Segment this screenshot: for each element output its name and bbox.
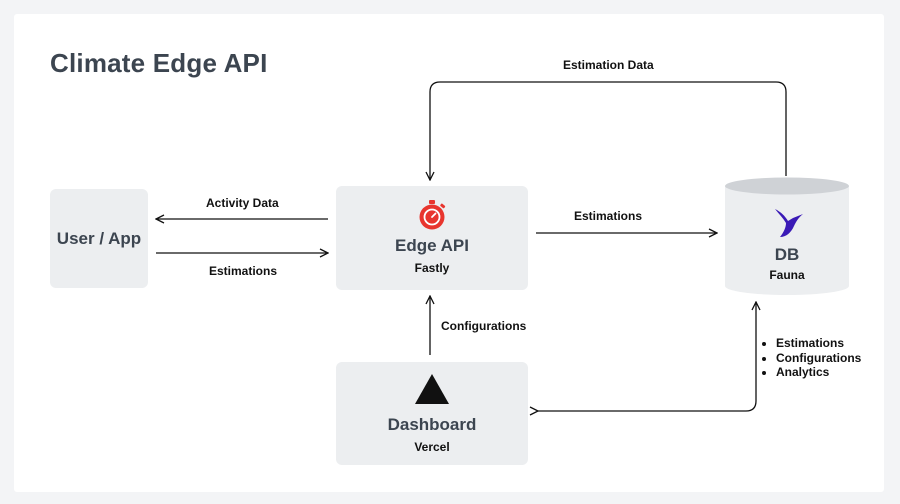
list-item: Configurations (776, 351, 861, 366)
node-dashboard: Dashboard Vercel (336, 362, 528, 465)
fauna-bird-icon (775, 209, 803, 237)
node-edge-api-provider: Fastly (414, 261, 450, 275)
label-activity-data: Activity Data (206, 196, 279, 210)
arrow-db-dashboard (538, 302, 756, 411)
arrow-estimation-data (430, 81, 787, 180)
label-configurations: Configurations (441, 319, 527, 333)
node-edge-api: Edge API Fastly (336, 186, 528, 290)
stopwatch-icon (419, 200, 446, 230)
db-dashboard-bullet-list: Estimations Configurations Analytics (764, 336, 861, 380)
node-db-cylinder (725, 177, 849, 295)
node-dashboard-label: Dashboard (387, 415, 477, 434)
node-user-app: User / App (50, 189, 148, 288)
label-estimation-data: Estimation Data (563, 58, 654, 72)
label-estimations-to-db: Estimations (574, 209, 643, 223)
node-db-provider: Fauna (769, 268, 805, 282)
node-edge-api-label: Edge API (395, 236, 469, 255)
node-dashboard-provider: Vercel (414, 440, 450, 454)
label-estimations-to-user: Estimations (209, 264, 278, 278)
list-item: Analytics (776, 365, 861, 380)
node-user-app-label: User / App (56, 229, 142, 248)
vercel-triangle-icon (415, 374, 449, 404)
list-item: Estimations (776, 336, 861, 351)
page-title: Climate Edge API (50, 48, 268, 78)
node-db-label: DB (774, 245, 800, 264)
